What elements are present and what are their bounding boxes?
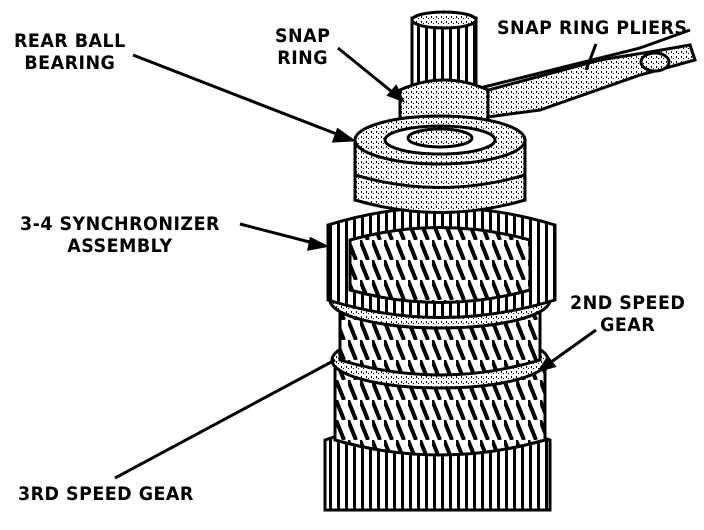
label-3rd-speed-gear: 3RD SPEED GEAR	[18, 483, 194, 505]
output-shaft-drawing	[398, 10, 490, 132]
leader-3rd-speed-gear	[114, 358, 336, 480]
label-snap-ring-pliers: SNAP RING PLIERS	[497, 17, 688, 39]
leader-snap-ring-pliers	[584, 43, 598, 71]
gear-stack-drawing	[323, 114, 557, 512]
label-snap-ring: SNAP RING	[275, 25, 331, 69]
label-3-4-synchronizer-assembly: 3-4 SYNCHRONIZER ASSEMBLY	[20, 213, 220, 257]
label-rear-ball-bearing: REAR BALL BEARING	[14, 30, 126, 74]
leader-lines	[114, 43, 598, 480]
label-2nd-speed-gear: 2ND SPEED GEAR	[570, 292, 686, 336]
leader-rear-ball-bearing	[132, 53, 353, 142]
snap-ring-pliers-drawing	[467, 28, 697, 120]
